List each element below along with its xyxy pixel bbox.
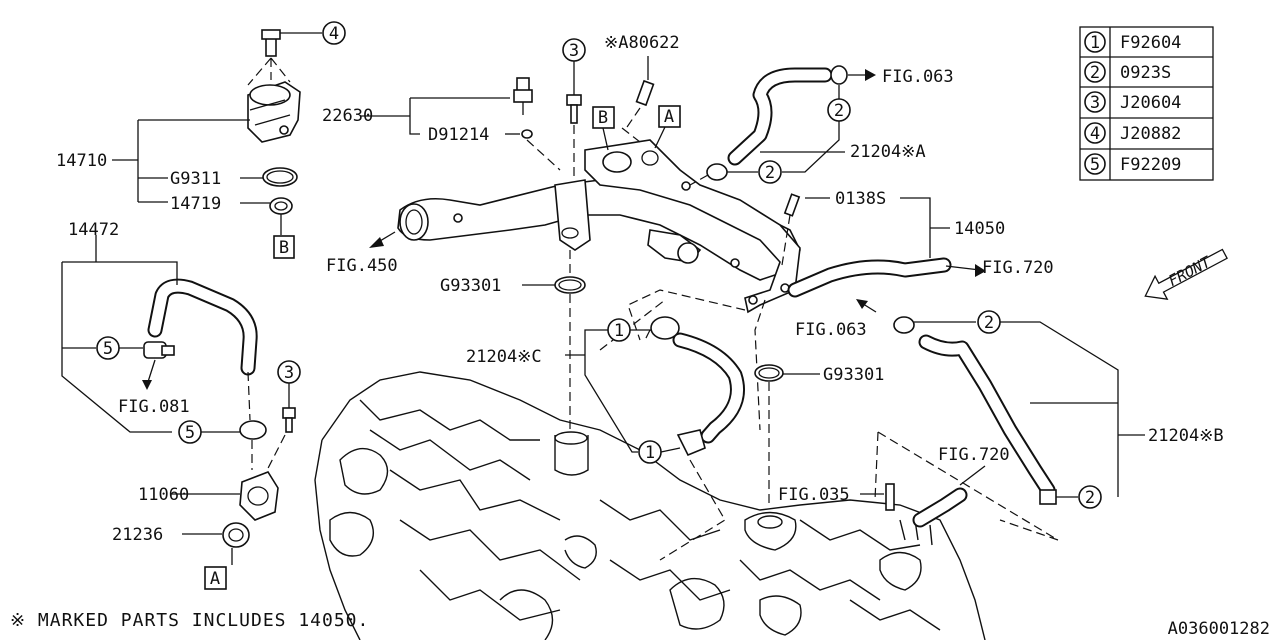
label-fig450: FIG.450 <box>326 256 398 276</box>
legend-row-4: 4 J20882 <box>1084 122 1181 144</box>
label-11060: 11060 <box>138 485 189 505</box>
label-21204a: 21204※A <box>850 142 926 162</box>
box-A: A <box>210 569 220 589</box>
legend-row-1: 1 F92604 <box>1084 31 1181 53</box>
callout-2: 2 <box>834 101 844 121</box>
callout-5: 5 <box>103 339 113 359</box>
part-14710-valve <box>247 29 301 143</box>
legend-row-3: 3 J20604 <box>1084 91 1181 113</box>
legend-row-5: 5 F92209 <box>1084 153 1181 175</box>
label-21236: 21236 <box>112 525 163 545</box>
callout-4: 4 <box>329 24 339 44</box>
clamp-1-lower <box>676 429 706 457</box>
label-14472: 14472 <box>68 220 119 240</box>
front-arrow: FRONT <box>1144 248 1228 300</box>
legend-num: 5 <box>1090 155 1100 175</box>
legend-num: 4 <box>1090 124 1100 144</box>
callout-1: 1 <box>645 443 655 463</box>
legend-table: 1 F92604 2 0923S 3 J20604 4 J20882 5 F92… <box>1079 26 1214 181</box>
label-22630: 22630 <box>322 106 373 126</box>
legend-num: 1 <box>1090 33 1100 53</box>
legend-num: 2 <box>1090 63 1100 83</box>
callout-3: 3 <box>284 363 294 383</box>
part-14050-water-pipe <box>397 139 801 314</box>
label-14710: 14710 <box>56 151 107 171</box>
label-fig720-upper: FIG.720 <box>982 258 1054 278</box>
label-fig063-lower: FIG.063 <box>795 320 867 340</box>
box-B: B <box>279 238 289 258</box>
legend-row-2: 2 0923S <box>1084 61 1171 83</box>
label-fig063-upper: FIG.063 <box>882 67 954 87</box>
legend-code: J20882 <box>1120 124 1181 144</box>
label-g93301-lower: G93301 <box>823 365 884 385</box>
callout-2: 2 <box>1085 488 1095 508</box>
label-0138s: 0138S <box>835 189 886 209</box>
legend-code: J20604 <box>1120 93 1181 113</box>
legend-code: 0923S <box>1120 63 1171 83</box>
part-11060 <box>239 471 279 521</box>
legend-code: F92209 <box>1120 155 1181 175</box>
label-14719: 14719 <box>170 194 221 214</box>
label-21204b: 21204※B <box>1148 426 1224 446</box>
footer-note: ※ MARKED PARTS INCLUDES 14050. <box>10 610 369 631</box>
label-front: FRONT <box>1165 252 1214 290</box>
callout-3: 3 <box>569 41 579 61</box>
box-A: A <box>664 107 674 127</box>
callout-2: 2 <box>984 313 994 333</box>
part-14719 <box>269 197 293 215</box>
label-14050: 14050 <box>954 219 1005 239</box>
legend-num: 3 <box>1090 93 1100 113</box>
callout-1: 1 <box>614 321 624 341</box>
engine-block <box>314 371 986 640</box>
callout-5: 5 <box>185 423 195 443</box>
clamp-5-lower <box>239 420 267 440</box>
label-fig720-lower: FIG.720 <box>938 445 1010 465</box>
label-a80622: ※A80622 <box>604 33 680 53</box>
diagram-code: A036001282 <box>1168 619 1270 639</box>
label-fig035: FIG.035 <box>778 485 850 505</box>
label-g9311: G9311 <box>170 169 221 189</box>
label-g93301-upper: G93301 <box>440 276 501 296</box>
box-B: B <box>598 108 608 128</box>
legend-code: F92604 <box>1120 33 1181 53</box>
part-21236 <box>222 522 250 548</box>
label-fig081: FIG.081 <box>118 397 190 417</box>
label-d91214: D91214 <box>428 125 489 145</box>
callout-2: 2 <box>765 163 775 183</box>
label-21204c: 21204※C <box>466 347 542 367</box>
clamp-1-upper <box>650 316 680 340</box>
